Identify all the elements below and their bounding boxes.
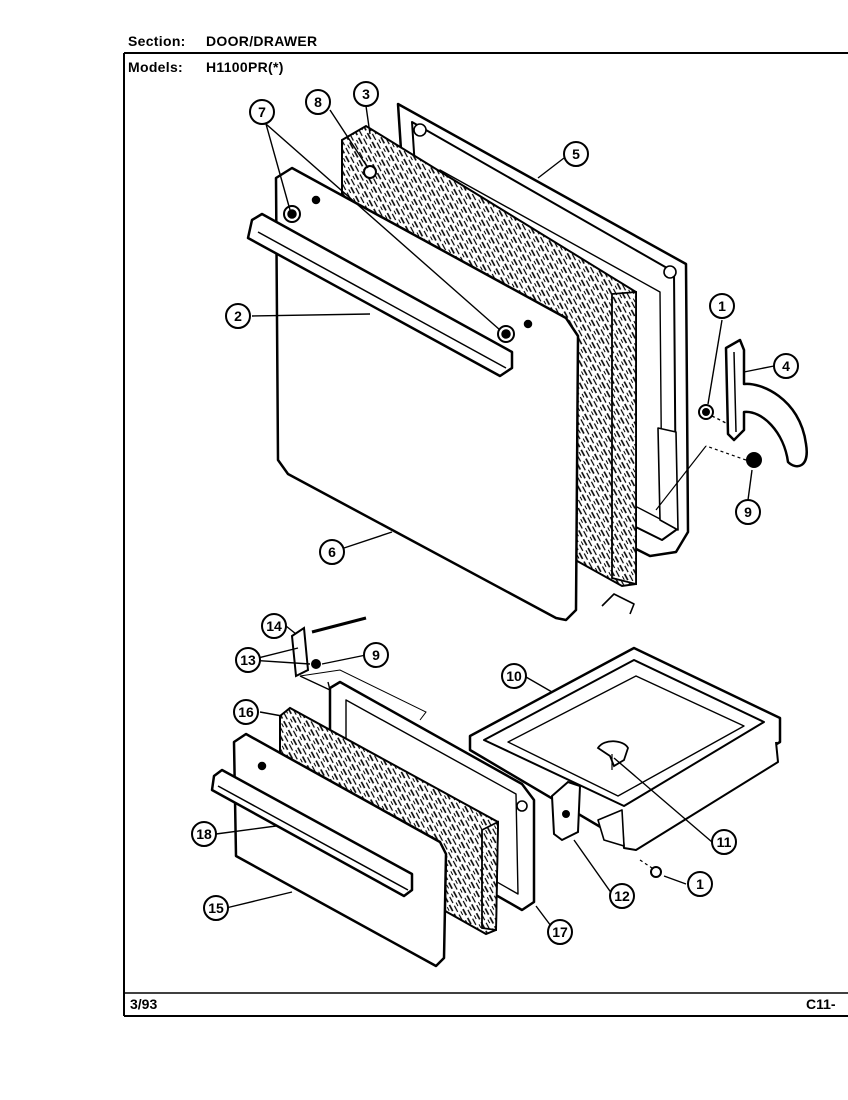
svg-text:9: 9 bbox=[744, 504, 752, 520]
svg-text:10: 10 bbox=[506, 668, 522, 684]
callout-10: 10 bbox=[501, 663, 527, 689]
svg-text:1: 1 bbox=[696, 876, 704, 892]
models-row: Models: H1100PR(*) bbox=[128, 59, 284, 75]
svg-text:17: 17 bbox=[552, 924, 568, 940]
svg-text:18: 18 bbox=[196, 826, 212, 842]
callout-15: 15 bbox=[203, 895, 229, 921]
hinge-washer bbox=[655, 445, 762, 511]
callout-17: 17 bbox=[547, 919, 573, 945]
callout-4: 4 bbox=[773, 353, 799, 379]
drawer-clip bbox=[596, 740, 629, 770]
svg-text:6: 6 bbox=[328, 544, 336, 560]
svg-text:16: 16 bbox=[238, 704, 254, 720]
svg-text:8: 8 bbox=[314, 94, 322, 110]
svg-text:7: 7 bbox=[258, 104, 266, 120]
footer-date: 3/93 bbox=[130, 996, 158, 1012]
svg-text:12: 12 bbox=[614, 888, 630, 904]
callout-1-upper: 1 bbox=[709, 293, 735, 319]
svg-text:14: 14 bbox=[266, 618, 282, 634]
svg-text:2: 2 bbox=[234, 308, 242, 324]
drawer-slide bbox=[550, 780, 582, 842]
section-row: Section: DOOR/DRAWER bbox=[128, 33, 317, 49]
svg-text:5: 5 bbox=[572, 146, 580, 162]
section-value: DOOR/DRAWER bbox=[206, 33, 318, 49]
svg-text:9: 9 bbox=[372, 647, 380, 663]
callout-3: 3 bbox=[353, 81, 379, 107]
svg-text:4: 4 bbox=[782, 358, 790, 374]
hinge-screw bbox=[698, 404, 729, 425]
callout-9-upper: 9 bbox=[735, 499, 761, 525]
drawer-screw bbox=[639, 859, 662, 878]
callout-7: 7 bbox=[249, 99, 275, 125]
svg-text:13: 13 bbox=[240, 652, 256, 668]
footer-page-number: C11- bbox=[806, 996, 836, 1012]
callout-5: 5 bbox=[563, 141, 589, 167]
callout-11: 11 bbox=[711, 829, 737, 855]
page-frame bbox=[123, 52, 848, 1017]
svg-text:11: 11 bbox=[717, 834, 732, 850]
door-handle bbox=[246, 212, 514, 378]
callout-14: 14 bbox=[261, 613, 287, 639]
models-value: H1100PR(*) bbox=[206, 59, 284, 75]
callout-18: 18 bbox=[191, 821, 217, 847]
callout-16: 16 bbox=[233, 699, 259, 725]
callout-6: 6 bbox=[319, 539, 345, 565]
callout-1-lower: 1 bbox=[687, 871, 713, 897]
callout-2: 2 bbox=[225, 303, 251, 329]
models-label: Models: bbox=[128, 59, 183, 75]
drawer-handle bbox=[210, 768, 414, 898]
svg-text:15: 15 bbox=[208, 900, 224, 916]
callout-9-lower: 9 bbox=[363, 642, 389, 668]
svg-text:1: 1 bbox=[718, 298, 726, 314]
svg-text:3: 3 bbox=[362, 86, 370, 102]
callouts: 1 2 3 4 5 6 7 8 bbox=[191, 81, 799, 945]
callout-13: 13 bbox=[235, 647, 261, 673]
section-label: Section: bbox=[128, 33, 186, 49]
hinge-bracket bbox=[724, 338, 808, 468]
callout-8: 8 bbox=[305, 89, 331, 115]
callout-12: 12 bbox=[609, 883, 635, 909]
